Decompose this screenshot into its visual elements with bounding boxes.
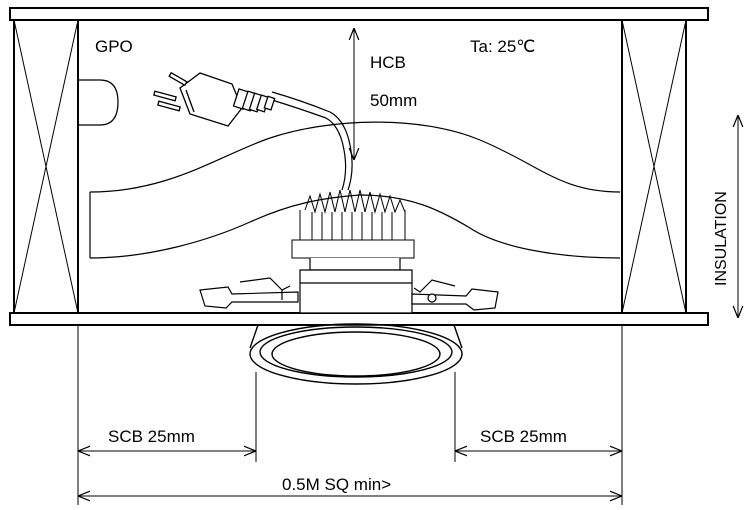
insulation-label: INSULATION (713, 191, 730, 286)
right-spring-clip (411, 279, 499, 311)
downlight-body (299, 258, 413, 314)
ceiling-top-board (9, 7, 709, 21)
hcb-value-label: 50mm (370, 91, 417, 110)
gpo-outlet-box (78, 79, 119, 126)
left-spring-clip (199, 277, 299, 309)
power-cable (271, 91, 353, 191)
downlight-bezel (249, 323, 463, 385)
overall-dimension-label: 0.5M SQ min> (282, 475, 391, 494)
right-joist (621, 19, 687, 314)
left-joist (13, 19, 79, 314)
scb-left-label: SCB 25mm (108, 427, 195, 446)
ceiling-bottom-board (9, 312, 709, 326)
ambient-temperature-label: Ta: 25℃ (470, 37, 535, 56)
downlight-heatsink (291, 189, 415, 259)
insulation-blanket (89, 121, 621, 259)
plug-icon (153, 71, 276, 127)
gpo-label: GPO (95, 37, 133, 56)
scb-right-label: SCB 25mm (480, 427, 567, 446)
hcb-label: HCB (370, 53, 406, 72)
